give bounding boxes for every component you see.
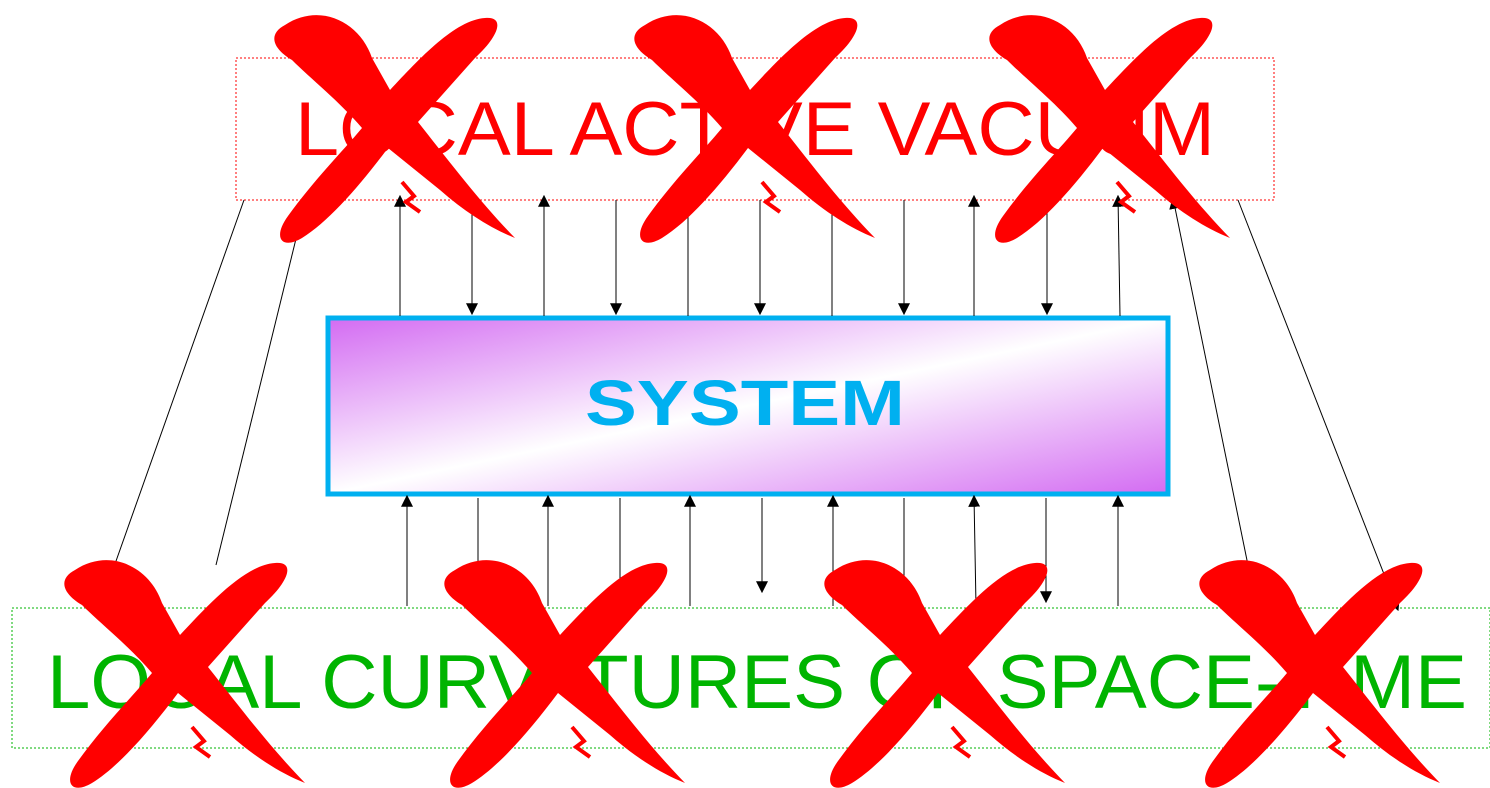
- left-inner-arrow-up: [215, 196, 310, 566]
- bottom-box: [11, 607, 1490, 749]
- right-inner-arrow-up: [1169, 196, 1251, 576]
- arrow-up: [1112, 194, 1125, 317]
- left-outer-line: [109, 199, 245, 579]
- right-outer-arrow-down: [1237, 199, 1400, 612]
- top-box: [235, 57, 1275, 201]
- system-box: [325, 315, 1171, 497]
- top-cross-marks: [272, 13, 1232, 245]
- side-arrows: [109, 196, 1400, 612]
- system-box-label: SYSTEM: [585, 367, 905, 439]
- arrow-up: [968, 494, 981, 607]
- bottom-box-label: LOCAL CURVATURES OF SPACE-TIME: [47, 640, 1467, 725]
